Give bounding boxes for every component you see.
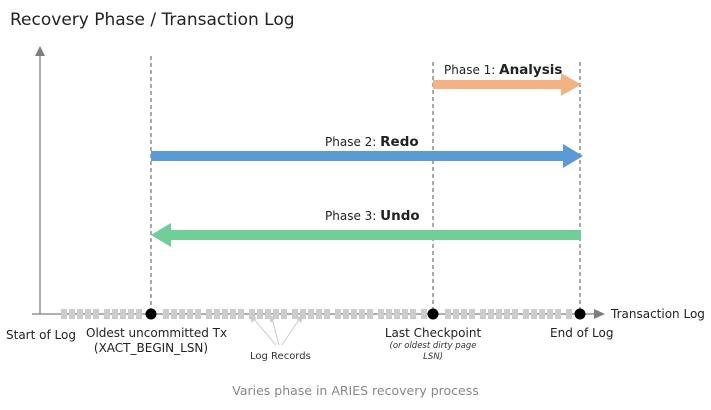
redo-arrow — [151, 144, 583, 168]
log-record-block — [469, 309, 475, 319]
log-record-block — [77, 309, 83, 319]
vertical-axis-arrowhead — [35, 46, 45, 56]
log-record-block — [238, 309, 244, 319]
log-record-block — [488, 309, 494, 319]
undo-arrow — [151, 223, 581, 247]
log-record-block — [512, 309, 518, 319]
log-record-block — [308, 309, 314, 319]
log-record-block — [93, 309, 99, 319]
page-title: Recovery Phase / Transaction Log — [10, 10, 295, 30]
phase-3-prefix: Phase 3: — [325, 209, 381, 223]
log-record-block — [136, 309, 142, 319]
phase-3-name: Undo — [380, 208, 420, 224]
log-record-block — [273, 309, 279, 319]
log-record-block — [179, 309, 185, 319]
log-record-block — [335, 309, 341, 319]
oldest-tx-label-line2: (XACT_BEGIN_LSN) — [93, 341, 209, 355]
log-record-block — [496, 309, 502, 319]
log-record-block — [566, 309, 572, 319]
log-record-block — [343, 309, 349, 319]
log-record-block — [281, 309, 287, 319]
phase-3-label: Phase 3: Undo — [325, 208, 420, 224]
log-record-block — [539, 309, 545, 319]
phase-2-label: Phase 2: Redo — [325, 134, 419, 150]
figure-caption: Varies phase in ARIES recovery process — [232, 383, 479, 398]
log-record-block — [249, 309, 255, 319]
log-record-block — [222, 309, 228, 319]
phase-2-prefix: Phase 2: — [325, 135, 381, 149]
log-record-block — [69, 309, 75, 319]
log-record-block — [120, 309, 126, 319]
log-records-row — [61, 309, 572, 319]
checkpoint-label: Last Checkpoint — [384, 326, 482, 340]
log-record-block — [128, 309, 134, 319]
end-of-log-marker — [574, 308, 586, 320]
log-record-block — [504, 309, 510, 319]
analysis-arrow — [433, 73, 581, 96]
log-record-block — [214, 309, 220, 319]
log-record-block — [351, 309, 357, 319]
log-record-block — [265, 309, 271, 319]
log-record-block — [421, 309, 427, 319]
log-record-block — [195, 309, 201, 319]
start-of-log-label: Start of Log — [6, 328, 76, 342]
log-record-block — [523, 309, 529, 319]
log-record-block — [480, 309, 486, 319]
log-record-block — [257, 309, 263, 319]
log-record-block — [531, 309, 537, 319]
checkpoint-note-line2: LSN) — [423, 352, 443, 362]
log-record-block — [163, 309, 169, 319]
log-record-block — [292, 309, 298, 319]
transaction-log-axis-label: Transaction Log — [611, 307, 705, 321]
log-record-block — [206, 309, 212, 319]
log-record-block — [187, 309, 193, 319]
oldest-tx-marker — [145, 308, 157, 320]
log-record-block — [359, 309, 365, 319]
log-record-block — [547, 309, 553, 319]
log-record-block — [85, 309, 91, 319]
log-record-block — [402, 309, 408, 319]
log-record-block — [386, 309, 392, 319]
log-record-block — [445, 309, 451, 319]
phase-1-prefix: Phase 1: — [444, 63, 500, 77]
log-record-block — [104, 309, 110, 319]
log-record-block — [555, 309, 561, 319]
log-record-block — [316, 309, 322, 319]
log-record-block — [410, 309, 416, 319]
checkpoint-marker — [427, 308, 439, 320]
log-records-label: Log Records — [250, 351, 311, 362]
checkpoint-note-line1: (or oldest dirty page — [389, 341, 477, 351]
log-record-block — [324, 309, 330, 319]
log-record-block — [394, 309, 400, 319]
phase-2-name: Redo — [380, 134, 419, 150]
log-record-block — [367, 309, 373, 319]
log-record-block — [378, 309, 384, 319]
log-record-block — [61, 309, 67, 319]
phase-1-label: Phase 1: Analysis — [444, 62, 562, 78]
log-record-block — [461, 309, 467, 319]
log-record-block — [171, 309, 177, 319]
log-records-pointers — [249, 315, 303, 346]
end-of-log-label: End of Log — [550, 326, 614, 340]
phase-1-name: Analysis — [499, 62, 563, 78]
log-record-block — [300, 309, 306, 319]
log-record-block — [230, 309, 236, 319]
log-record-block — [112, 309, 118, 319]
log-axis-arrowhead — [594, 309, 605, 319]
oldest-tx-label-line1: Oldest uncommitted Tx — [86, 326, 228, 340]
log-record-block — [453, 309, 459, 319]
